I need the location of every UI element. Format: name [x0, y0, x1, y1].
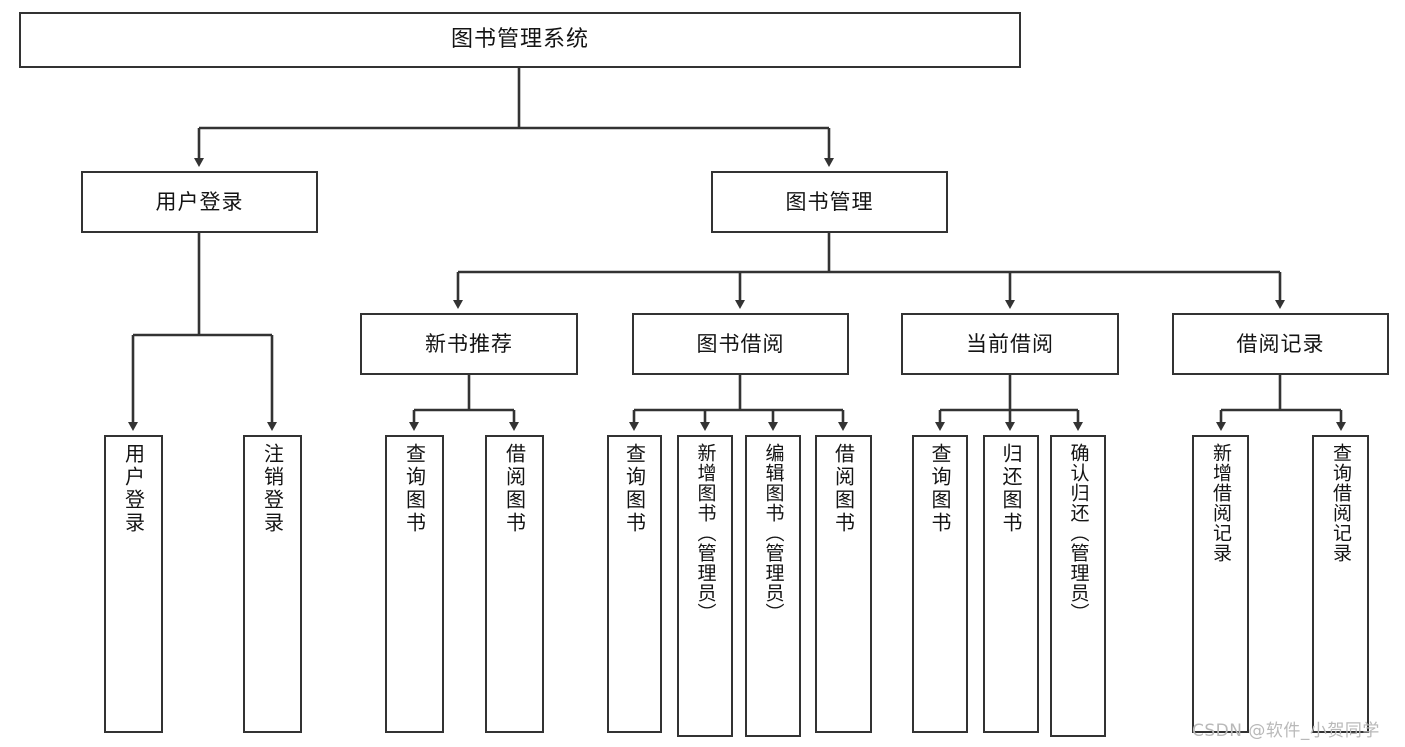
node-label: 用户登录 — [121, 443, 146, 535]
leaf-current-borrow-confirm-return[interactable]: 确认归还（管理员） — [1050, 435, 1106, 737]
node-label: 归还图书 — [999, 443, 1023, 535]
leaf-new-book-borrow[interactable]: 借阅图书 — [485, 435, 544, 733]
leaf-user-login-logout[interactable]: 注销登录 — [243, 435, 302, 733]
node-label: 图书借阅 — [696, 331, 785, 356]
csdn-watermark: CSDN @软件_小贺同学 — [1192, 721, 1380, 741]
node-label: 查询图书 — [928, 443, 952, 535]
node-user-login[interactable]: 用户登录 — [81, 171, 318, 233]
node-label: 借阅图书 — [502, 443, 527, 535]
node-label: 查询图书 — [622, 443, 647, 535]
leaf-borrow-record-query[interactable]: 查询借阅记录 — [1312, 435, 1369, 733]
node-label: 新书推荐 — [425, 331, 513, 356]
node-label: 注销登录 — [260, 443, 285, 535]
node-label: 确认归还（管理员） — [1067, 443, 1090, 623]
node-label: 借阅图书 — [831, 443, 856, 535]
node-label: 编辑图书（管理员） — [762, 443, 785, 623]
node-label: 当前借阅 — [966, 331, 1054, 356]
node-new-book-recommend[interactable]: 新书推荐 — [360, 313, 578, 375]
leaf-book-borrow-add[interactable]: 新增图书（管理员） — [677, 435, 733, 737]
leaf-borrow-record-add[interactable]: 新增借阅记录 — [1192, 435, 1249, 733]
node-label: 图书管理 — [785, 189, 874, 214]
node-label: 新增图书（管理员） — [694, 443, 717, 623]
node-label: 查询图书 — [402, 443, 427, 535]
leaf-current-borrow-return[interactable]: 归还图书 — [983, 435, 1039, 733]
node-root-system[interactable]: 图书管理系统 — [19, 12, 1021, 68]
node-label: 新增借阅记录 — [1210, 443, 1232, 563]
leaf-new-book-query[interactable]: 查询图书 — [385, 435, 444, 733]
leaf-book-borrow-edit[interactable]: 编辑图书（管理员） — [745, 435, 801, 737]
node-borrow-record[interactable]: 借阅记录 — [1172, 313, 1389, 375]
node-label: 用户登录 — [155, 189, 244, 214]
node-book-borrow[interactable]: 图书借阅 — [632, 313, 849, 375]
leaf-user-login-login[interactable]: 用户登录 — [104, 435, 163, 733]
node-label: 查询借阅记录 — [1330, 443, 1352, 563]
node-current-borrow[interactable]: 当前借阅 — [901, 313, 1119, 375]
node-label: 借阅记录 — [1236, 331, 1325, 356]
leaf-book-borrow-borrow[interactable]: 借阅图书 — [815, 435, 872, 733]
leaf-book-borrow-query[interactable]: 查询图书 — [607, 435, 662, 733]
leaf-current-borrow-query[interactable]: 查询图书 — [912, 435, 968, 733]
node-book-management[interactable]: 图书管理 — [711, 171, 948, 233]
node-label: 图书管理系统 — [450, 27, 589, 53]
